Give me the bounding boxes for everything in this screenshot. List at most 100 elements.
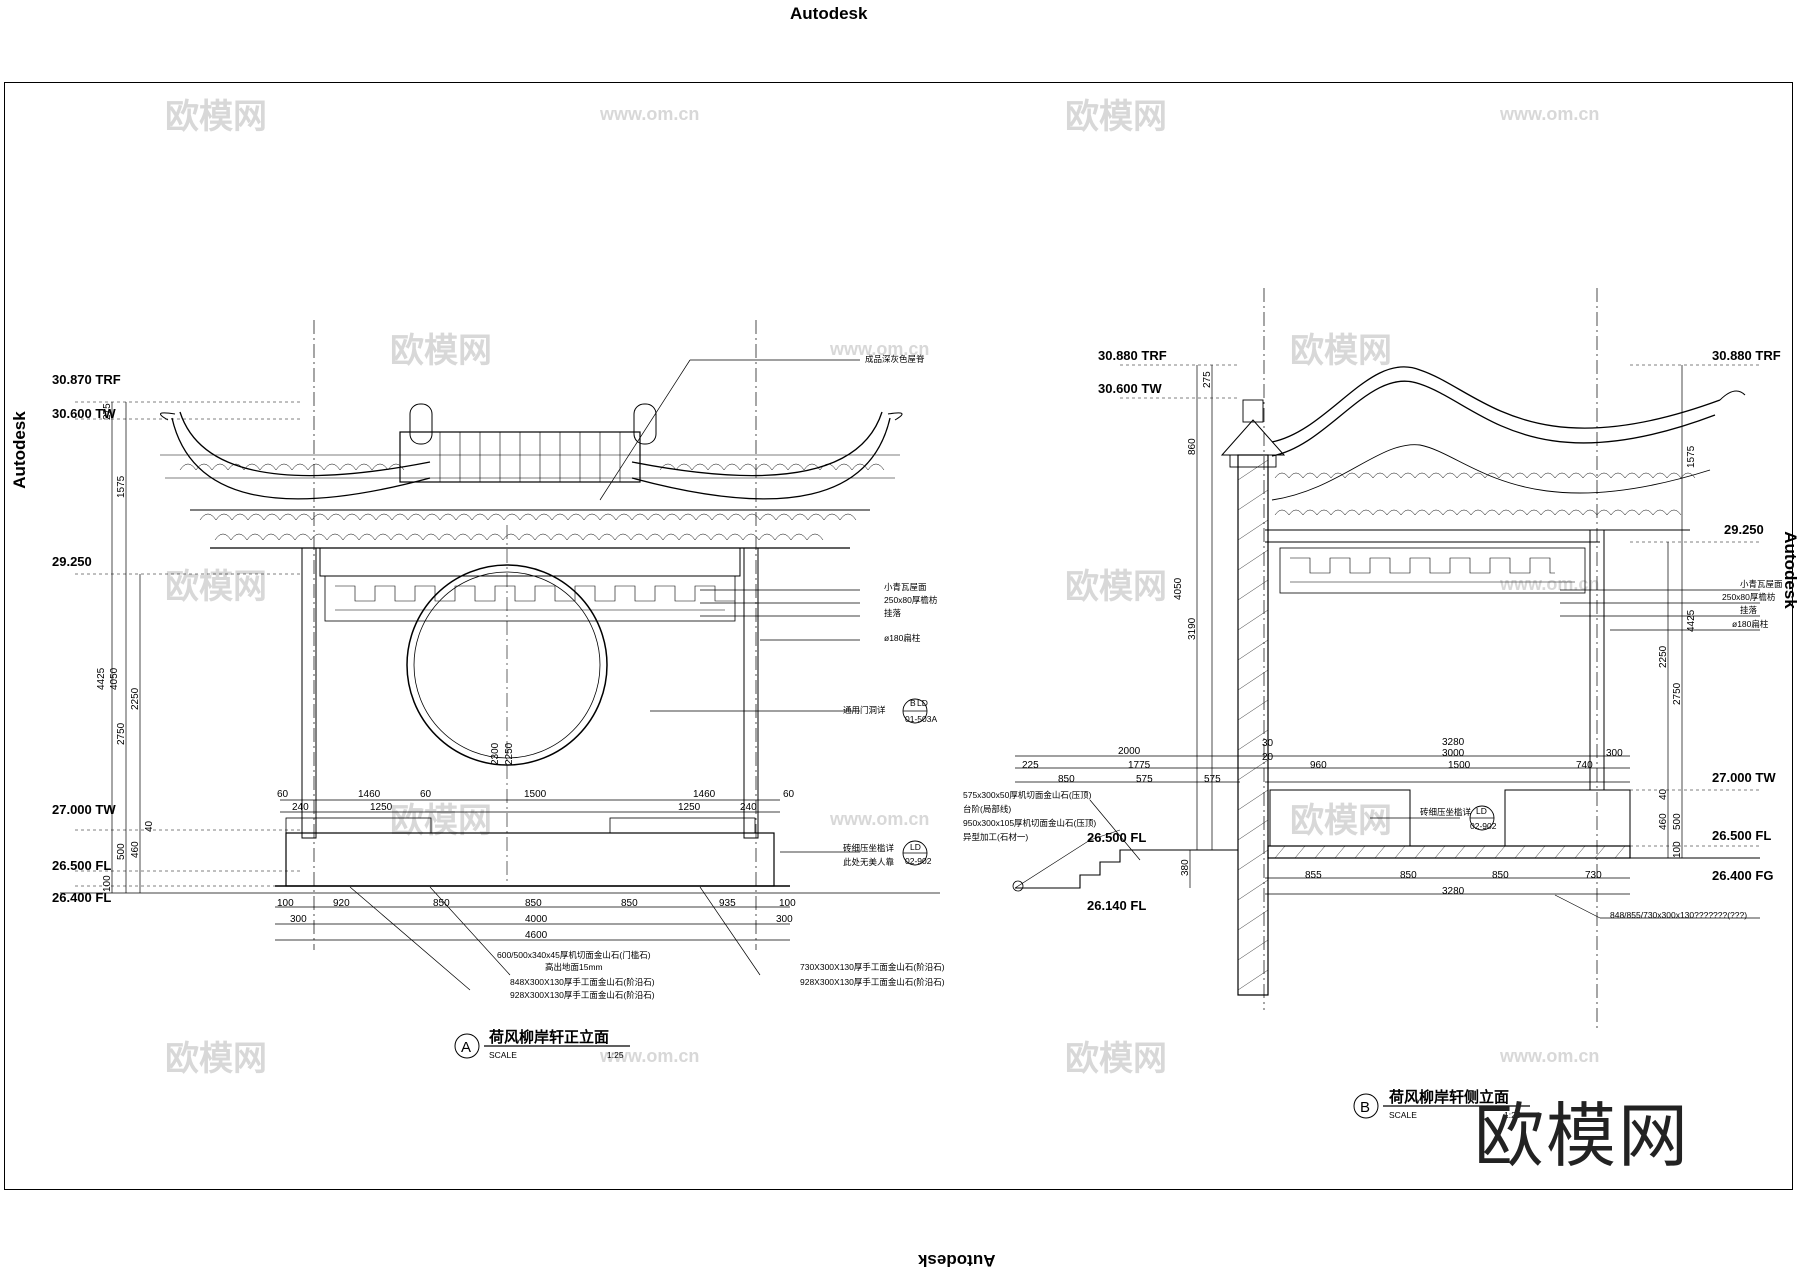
callout-text: 此处无美人靠: [843, 857, 895, 867]
watermark-url: www.om.cn: [1499, 1046, 1599, 1066]
watermark-url: www.om.cn: [829, 809, 929, 829]
watermark-url: www.om.cn: [599, 104, 699, 124]
callout-text: 600/500x340x45厚机切面金山石(门槛石): [497, 950, 651, 960]
title-mark: A: [461, 1039, 471, 1056]
dim-label: 240: [292, 802, 309, 813]
dim-label: 4000: [525, 914, 548, 925]
callout-text: 575x300x50厚机切面金山石(压顶): [963, 790, 1092, 800]
dim-label: 275: [102, 403, 113, 420]
dim-label: 4600: [525, 930, 548, 941]
dim-label: 100: [1672, 841, 1683, 858]
dim-label: 380: [1180, 859, 1191, 876]
ref-tag-bottom: 02-902: [905, 856, 932, 866]
callout-text: 成品深灰色屋脊: [865, 354, 925, 364]
dim-label: 2250: [1658, 645, 1669, 668]
callout-text: 950x300x105厚机切面金山石(压顶): [963, 818, 1096, 828]
view-title: 荷风柳岸轩侧立面: [1389, 1088, 1509, 1106]
dim-label: 575: [1204, 774, 1221, 785]
watermark-brand: 欧模网: [390, 802, 492, 840]
callout-text: 砖细压坐槛详: [1420, 807, 1472, 817]
dim-label: 850: [525, 898, 542, 909]
callout-text: 砖细压坐槛详: [843, 843, 895, 853]
level-label: 30.600 TW: [52, 406, 116, 421]
dim-label: 100: [779, 898, 796, 909]
callout-text: ø180扁柱: [1732, 619, 1769, 629]
dim-label: 575: [1136, 774, 1153, 785]
callout-text: ø180扁柱: [884, 633, 921, 643]
scale-label: SCALE: [1389, 1110, 1417, 1120]
dim-label: 850: [621, 898, 638, 909]
callout-text: 250x80厚檐枋: [884, 595, 938, 605]
watermark-brand: 欧模网: [165, 98, 267, 136]
elevation-a: [60, 320, 940, 1059]
dim-label: 2250: [130, 687, 141, 710]
watermark-url: www.om.cn: [1499, 104, 1599, 124]
dim-label: 4050: [109, 667, 120, 690]
callout-text: 928X300X130厚手工面金山石(阶沿石): [510, 990, 655, 1000]
callout-text: 挂落: [1740, 605, 1758, 615]
ref-tag-mid: LD: [1476, 806, 1487, 816]
drawing-frame: [4, 82, 1793, 1190]
ref-tag-mid: LD: [917, 698, 928, 708]
callout-text: 挂落: [884, 608, 902, 618]
dim-label: 850: [1058, 774, 1075, 785]
callout-text: 250x80厚檐枋: [1722, 592, 1776, 602]
callout-text: 高出地面15mm: [545, 962, 603, 972]
watermark-brand: 欧模网: [1065, 1040, 1167, 1078]
dim-label: 740: [1576, 760, 1593, 771]
watermark-brand: 欧模网: [1290, 332, 1392, 370]
ref-tag-bottom: 02-902: [1470, 821, 1497, 831]
callout-text: 通用门洞详: [843, 705, 886, 715]
scale-label: SCALE: [489, 1050, 517, 1060]
level-label: 30.880 TRF: [1712, 348, 1781, 363]
dim-label: 1460: [358, 789, 381, 800]
dim-label: 4050: [1173, 577, 1184, 600]
watermark-brand: 欧模网: [1290, 802, 1392, 840]
watermark-brand: 欧模网: [1065, 568, 1167, 606]
watermark-url: www.om.cn: [599, 1046, 699, 1066]
level-label: 26.500 FL: [1712, 828, 1771, 843]
watermark-brand: 欧模网: [165, 1040, 267, 1078]
dim-label: 20: [1262, 752, 1274, 763]
dim-label: 60: [420, 789, 432, 800]
title-mark: B: [1360, 1099, 1370, 1116]
elevation-a-text: 30.870 TRF 30.600 TW 29.250 27.000 TW 26…: [52, 354, 945, 1060]
dim-label: 960: [1310, 760, 1327, 771]
dim-label: 60: [783, 789, 795, 800]
dim-label: 40: [144, 820, 155, 832]
ref-tag-top: B: [910, 698, 916, 708]
dim-label: 855: [1305, 870, 1322, 881]
dim-label: 60: [277, 789, 289, 800]
dim-label: 100: [102, 875, 113, 892]
watermark-brand: 欧模网: [1065, 98, 1167, 136]
dim-label: 2000: [1118, 746, 1141, 757]
callout-text: 台阶(局部线): [963, 804, 1011, 814]
level-label: 27.000 TW: [52, 802, 116, 817]
dim-label: 500: [116, 843, 127, 860]
watermark-url: www.om.cn: [1499, 574, 1599, 594]
level-label: 27.000 TW: [1712, 770, 1776, 785]
watermark-brand: 欧模网: [165, 568, 267, 606]
dim-label: 3190: [1187, 617, 1198, 640]
watermarks: 欧模网 www.om.cn 欧模网 www.om.cn 欧模网 www.om.c…: [165, 98, 1599, 1078]
watermark-brand: 欧模网: [390, 332, 492, 370]
elevation-b: [1012, 288, 1760, 1119]
callout-text: 848X300X130厚手工面金山石(阶沿石): [510, 977, 655, 987]
callout-text: 928X300X130厚手工面金山石(阶沿石): [800, 977, 945, 987]
level-label: 26.400 FL: [52, 890, 111, 905]
dim-label: 4425: [96, 667, 107, 690]
level-label: 26.500 FL: [52, 858, 111, 873]
dim-label: 1575: [116, 475, 127, 498]
dim-label: 3280: [1442, 737, 1465, 748]
ref-tag-mid: LD: [910, 842, 921, 852]
big-watermark: 欧模网: [1474, 1095, 1690, 1177]
dim-label: 40: [1658, 788, 1669, 800]
dim-label: 300: [290, 914, 307, 925]
dim-label: 3000: [1442, 748, 1465, 759]
dim-label: 850: [1400, 870, 1417, 881]
dim-label: 2250: [504, 742, 515, 765]
dim-label: 850: [1492, 870, 1509, 881]
level-label: 30.880 TRF: [1098, 348, 1167, 363]
dim-label: 30: [1262, 738, 1274, 749]
